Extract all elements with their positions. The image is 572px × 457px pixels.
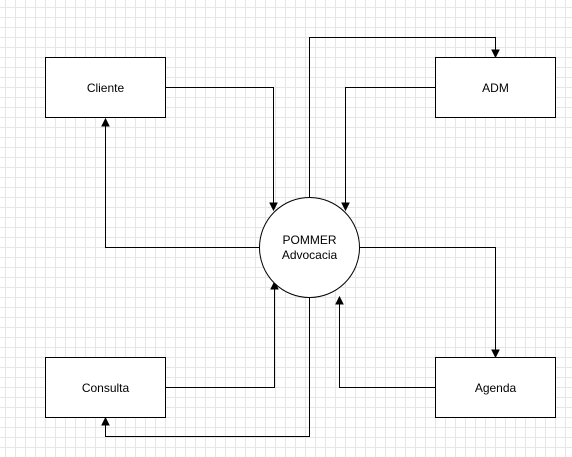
consulta-node[interactable]: Consulta bbox=[45, 357, 166, 418]
arrowhead-cliente-to-pommer bbox=[269, 202, 278, 212]
edge-agenda-to-pommer bbox=[339, 303, 435, 388]
arrowhead-pommer-to-consulta bbox=[101, 416, 110, 426]
adm-node[interactable]: ADM bbox=[435, 57, 556, 118]
consulta-label: Consulta bbox=[81, 380, 130, 395]
cliente-node[interactable]: Cliente bbox=[45, 57, 166, 118]
arrowhead-agenda-to-pommer bbox=[335, 295, 344, 305]
edge-adm-to-pommer bbox=[345, 87, 435, 204]
edge-pommer-to-cliente bbox=[105, 125, 259, 248]
center-label-line1: POMMER bbox=[282, 232, 337, 247]
pommer-advocacia-node[interactable]: POMMER Advocacia bbox=[259, 197, 360, 298]
cliente-label: Cliente bbox=[86, 80, 125, 95]
edge-cliente-to-pommer bbox=[166, 87, 274, 204]
arrowhead-pommer-to-adm bbox=[491, 49, 500, 59]
arrowhead-pommer-to-cliente bbox=[101, 117, 110, 127]
agenda-label: Agenda bbox=[474, 380, 517, 395]
edge-pommer-to-adm bbox=[309, 37, 496, 197]
edge-pommer-to-agenda bbox=[360, 247, 496, 351]
edge-consulta-to-pommer bbox=[166, 288, 275, 388]
center-label-line2: Advocacia bbox=[281, 247, 338, 262]
agenda-node[interactable]: Agenda bbox=[435, 357, 556, 418]
arrowhead-pommer-to-agenda bbox=[491, 349, 500, 359]
adm-label: ADM bbox=[482, 80, 509, 95]
arrowhead-adm-to-pommer bbox=[341, 202, 350, 212]
edge-pommer-to-consulta bbox=[105, 298, 310, 437]
